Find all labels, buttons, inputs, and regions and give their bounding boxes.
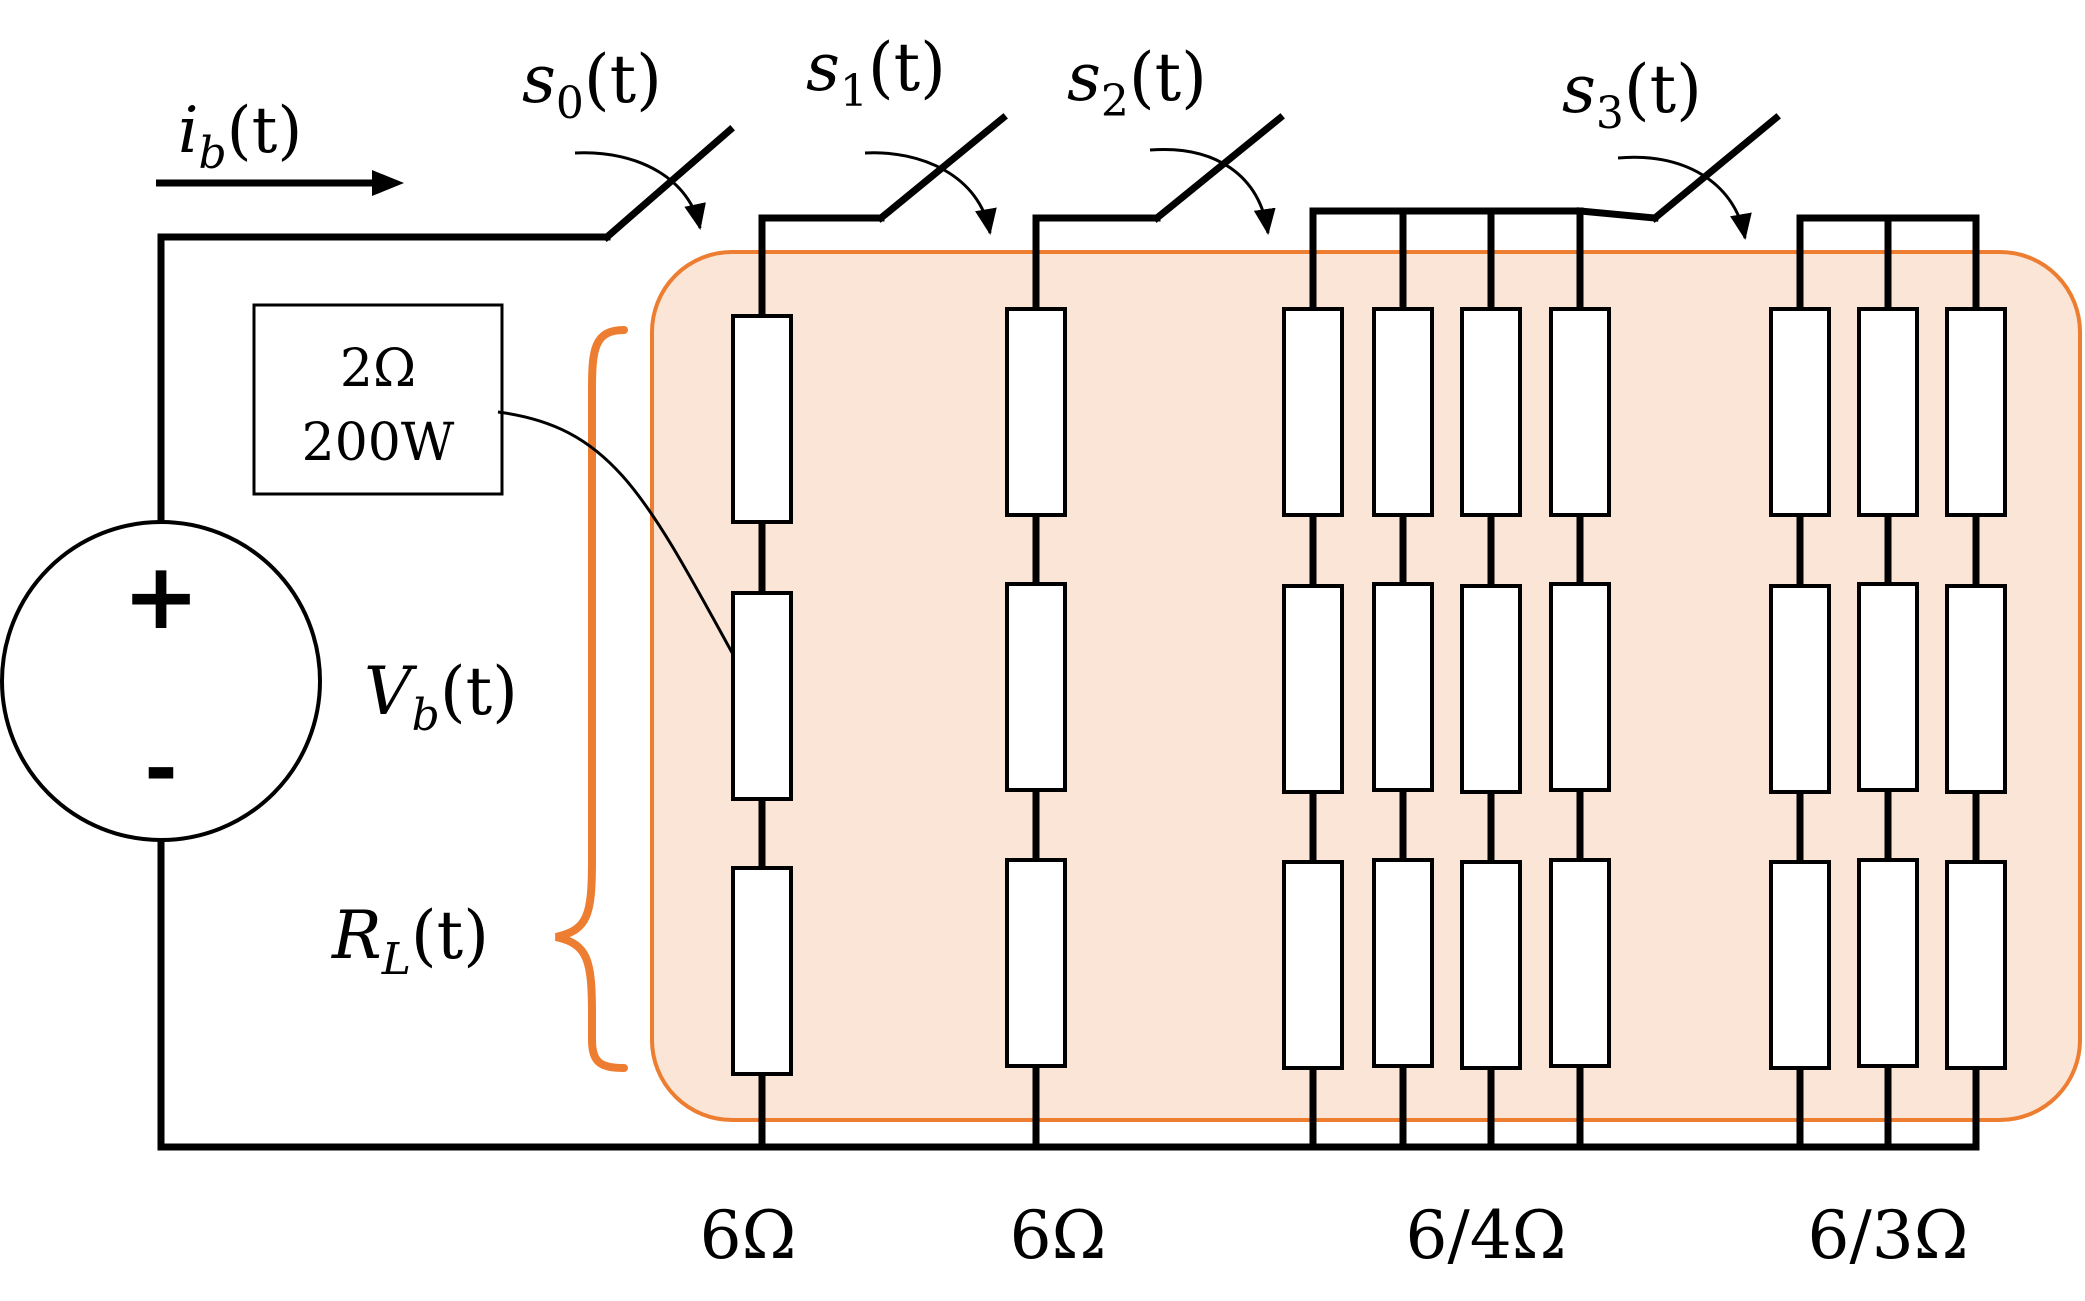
voltage-label: Vb(t) (364, 653, 518, 741)
resistor-b2-p3-s1 (1549, 582, 1611, 792)
resistor-b2-p2-s2 (1460, 860, 1522, 1070)
switch-0-blade (602, 125, 735, 242)
source-plus-sign: + (122, 543, 199, 650)
source-minus-sign: - (144, 722, 177, 815)
resistor-b1-p0-s0 (1005, 307, 1067, 517)
resistor-b3-p1-s1 (1857, 582, 1919, 792)
switch-1-label: s1(t) (806, 29, 946, 117)
resistor-spec-resistance: 2Ω (340, 339, 416, 399)
resistor-b3-p2-s0 (1945, 307, 2007, 517)
resistor-b0-p0-s2 (731, 866, 793, 1076)
branch-0-resistance-label: 6Ω (700, 1197, 797, 1274)
resistor-b3-p1-s2 (1857, 858, 1919, 1068)
current-label: ib(t) (178, 94, 302, 179)
resistor-b3-p0-s1 (1769, 584, 1831, 794)
resistor-b2-p0-s2 (1282, 860, 1344, 1070)
switch-2-blade (1152, 113, 1285, 223)
switch-2-label: s2(t) (1067, 39, 1207, 127)
resistor-b2-p1-s1 (1372, 582, 1434, 792)
resistor-b2-p1-s0 (1372, 307, 1434, 517)
resistor-b3-p2-s2 (1945, 860, 2007, 1070)
resistor-b2-p2-s0 (1460, 307, 1522, 517)
resistor-b2-p3-s0 (1549, 307, 1611, 517)
resistor-b3-p0-s2 (1769, 860, 1831, 1070)
resistor-b3-p1-s0 (1857, 307, 1919, 517)
resistor-b2-p0-s1 (1282, 584, 1344, 794)
voltage-source (0, 520, 322, 842)
resistor-b2-p0-s0 (1282, 307, 1344, 517)
resistor-b3-p2-s1 (1945, 584, 2007, 794)
resistor-b2-p3-s2 (1549, 858, 1611, 1068)
switch-3-label: s3(t) (1562, 51, 1702, 139)
resistor-b2-p2-s1 (1460, 584, 1522, 794)
load-label: RL(t) (331, 897, 489, 985)
wire-branch2-to-switch3 (1576, 207, 1659, 222)
switch-0-action-arrow (574, 151, 706, 230)
supply-bottom-wire (157, 836, 1980, 1151)
resistor-b3-p0-s0 (1769, 307, 1831, 517)
branch-1-resistance-label: 6Ω (1010, 1197, 1107, 1274)
switch-0-label: s0(t) (522, 41, 662, 129)
resistor-b0-p0-s1 (731, 591, 793, 801)
switch-1-action-arrow (864, 151, 997, 235)
resistor-b1-p0-s2 (1005, 858, 1067, 1068)
switch-3-blade (1650, 113, 1781, 223)
resistor-spec-power: 200W (302, 413, 455, 473)
resistor-b2-p1-s2 (1372, 858, 1434, 1068)
callout-pointer-arrow (497, 410, 759, 700)
resistor-b0-p0-s0 (731, 314, 793, 524)
resistor-spec-box (252, 303, 504, 496)
resistor-b1-p0-s1 (1005, 582, 1067, 792)
branch-2-resistance-label: 6/4Ω (1406, 1197, 1567, 1274)
branch-3-resistance-label: 6/3Ω (1808, 1197, 1969, 1274)
current-arrow-head (372, 170, 404, 196)
switch-2-action-arrow (1149, 147, 1276, 235)
switch-3-action-arrow (1617, 155, 1752, 240)
supply-top-wire (157, 233, 611, 524)
load-brace (555, 326, 628, 1072)
